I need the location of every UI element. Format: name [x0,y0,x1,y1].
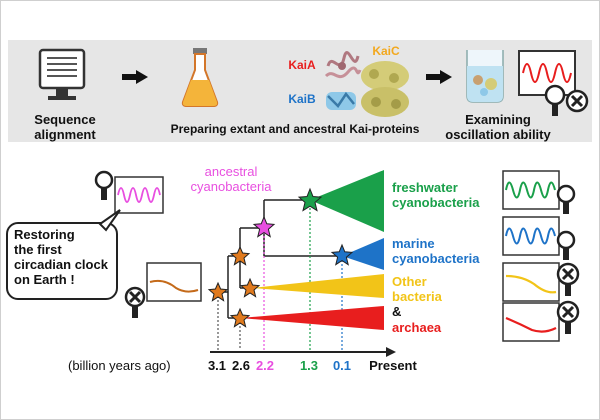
ancestral-oscillation-chart [114,176,164,214]
kaib-label: KaiB [288,92,316,106]
ancestor-node-star [229,245,251,266]
marine-oscillation-chart [502,216,560,256]
ancestor-node-star [239,277,261,298]
preparing-proteins-label: Preparing extant and ancestral Kai-prote… [170,122,420,136]
reject-icon [124,286,146,318]
ampersand-label: & [392,304,402,319]
ancestor-node-star [229,307,251,328]
archaea-label: archaea [392,320,442,335]
freshwater-node-star [297,187,323,212]
time-label-present: Present [369,358,417,373]
damped-chart [146,262,202,302]
timeline-unit-label: (billion years ago) [68,358,171,373]
magnifier-icon [94,170,114,200]
marine-node-star [330,243,354,266]
archaea-damped-chart [502,302,560,342]
ancestral-cyanobacteria-label: ancestral cyanobacteria [190,164,272,194]
other-bacteria-damped-chart [502,262,560,302]
kaia-protein-image [324,51,362,79]
freshwater-cyanobacteria-label: freshwater cyanobacteria [392,180,480,210]
sequence-alignment-label: Sequence alignment [34,112,96,142]
other-bacteria-label: Other bacteria [392,274,442,304]
examining-oscillation-label: Examining oscillation ability [445,112,551,142]
ancestor-node-star [207,281,229,302]
freshwater-oscillation-chart [502,170,560,210]
computer-icon [38,48,86,100]
kaia-label: KaiA [288,58,316,72]
kaib-protein-image [326,91,356,110]
time-label-3.1: 3.1 [207,358,227,373]
time-label-1.3: 1.3 [299,358,319,373]
marine-cyanobacteria-label: marine cyanobacteria [392,236,480,266]
ancestral-cyanobacteria-star [252,215,276,238]
magnifier-icon [544,84,566,116]
reject-icon [556,300,580,334]
arrow-right-icon [122,70,148,84]
arrow-right-icon [426,70,452,84]
time-label-0.1: 0.1 [332,358,352,373]
time-label-2.6: 2.6 [231,358,251,373]
kaic-label: KaiC [372,44,400,58]
speech-bubble [6,222,118,300]
reject-icon [556,262,580,296]
time-label-2.2: 2.2 [255,358,275,373]
magnifier-icon [556,230,576,260]
magnifier-icon [556,184,576,214]
beaker-icon [466,50,504,103]
kaic-protein-image [361,61,409,117]
flask-icon [181,48,219,107]
oscillation-chart-icon [518,50,576,96]
reject-icon [565,89,589,113]
speech-text: Restoring the first circadian clock on E… [14,227,108,287]
speech-bubble-tail [98,209,121,232]
